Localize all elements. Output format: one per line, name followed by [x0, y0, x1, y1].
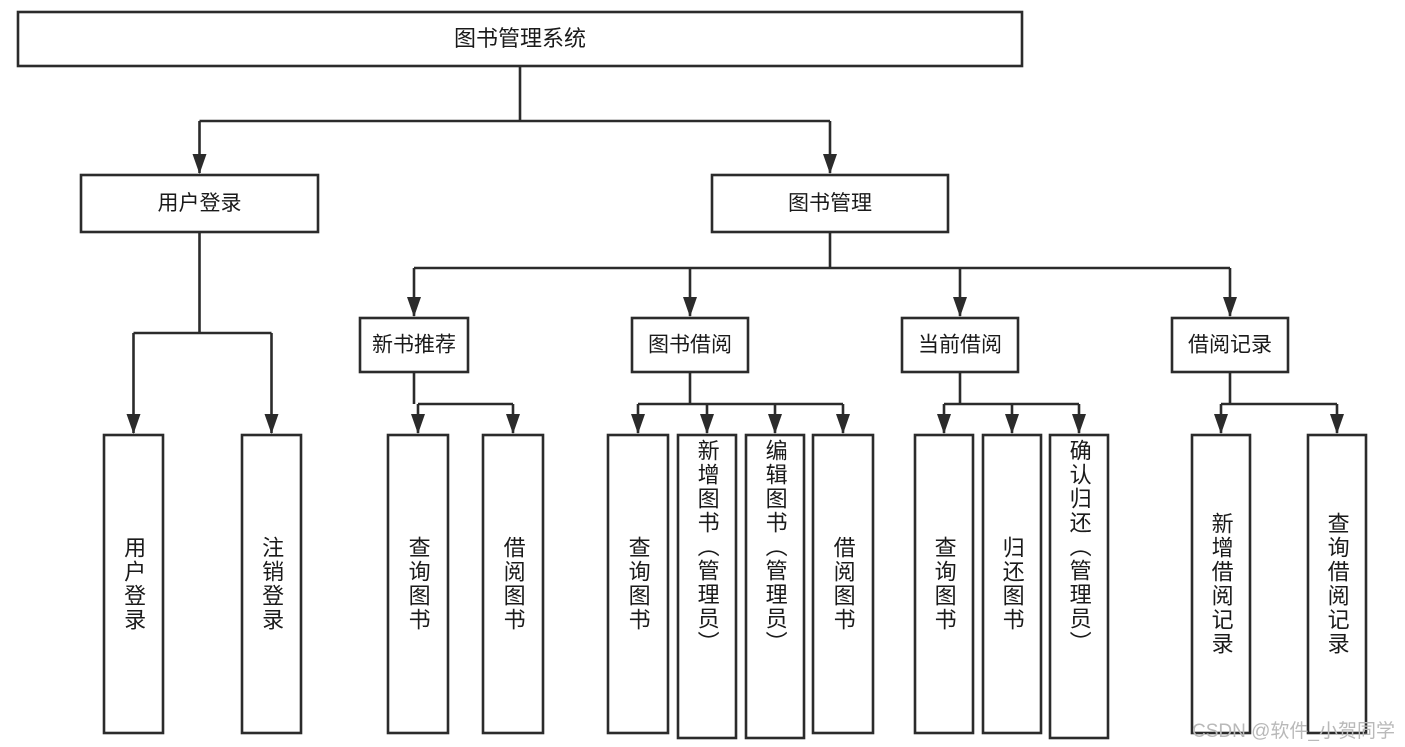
- arrow-head-icon: [1330, 414, 1344, 434]
- level1-user-login-box[interactable]: [79, 173, 320, 234]
- arrow-head-icon: [823, 154, 837, 174]
- arrow-head-icon: [126, 414, 141, 434]
- arrow-head-icon: [407, 297, 421, 317]
- leaf-node-leaf-query-book-3-box[interactable]: [913, 433, 975, 735]
- arrow-head-icon: [1223, 297, 1237, 317]
- level2-current-borrow-label: 当前借阅: [918, 334, 1002, 357]
- level2-book-borrow-box[interactable]: [630, 316, 750, 374]
- arrow-head-icon: [937, 414, 951, 434]
- arrow-head-icon: [506, 414, 520, 434]
- level2-current-borrow-box[interactable]: [900, 316, 1020, 374]
- arrow-head-icon: [631, 414, 645, 434]
- csdn-watermark: CSDN @软件_小贺同学: [1192, 721, 1395, 742]
- leaf-node-leaf-user-login-box[interactable]: [102, 433, 165, 735]
- leaf-node-leaf-borrow-book-1-box[interactable]: [481, 433, 545, 735]
- arrow-head-icon: [264, 414, 279, 434]
- level1-user-login-label: 用户登录: [158, 192, 242, 215]
- leaf-node-leaf-add-borrow-record-box[interactable]: [1190, 433, 1252, 735]
- leaf-node-leaf-add-book-admin-box[interactable]: [676, 433, 738, 740]
- level2-new-book-recommend-label: 新书推荐: [372, 334, 456, 357]
- root-node-box[interactable]: [16, 10, 1024, 68]
- level2-borrow-record-label: 借阅记录: [1188, 334, 1272, 357]
- leaf-node-leaf-query-book-2-box[interactable]: [606, 433, 670, 735]
- arrow-head-icon: [683, 297, 697, 317]
- leaf-node-leaf-user-logout-box[interactable]: [240, 433, 303, 735]
- leaf-node-leaf-confirm-return-admin-box[interactable]: [1048, 433, 1110, 740]
- leaf-node-leaf-edit-book-admin-box[interactable]: [744, 433, 806, 740]
- level2-new-book-recommend-box[interactable]: [358, 316, 470, 374]
- arrow-head-icon: [953, 297, 967, 317]
- level2-book-borrow-label: 图书借阅: [648, 334, 732, 357]
- arrow-head-icon: [768, 414, 782, 434]
- node-boxes-group: [16, 10, 1368, 740]
- arrow-head-icon: [1072, 414, 1086, 434]
- leaf-node-leaf-query-book-1-box[interactable]: [386, 433, 450, 735]
- level1-book-manage-label: 图书管理: [788, 192, 872, 215]
- root-node-label: 图书管理系统: [454, 26, 586, 51]
- leaf-node-leaf-borrow-book-2-box[interactable]: [811, 433, 875, 735]
- connector-lines-group: [126, 66, 1344, 434]
- arrow-head-icon: [700, 414, 714, 434]
- level2-borrow-record-box[interactable]: [1170, 316, 1290, 374]
- arrow-head-icon: [192, 154, 207, 174]
- arrow-head-icon: [411, 414, 425, 434]
- arrow-head-icon: [1005, 414, 1019, 434]
- arrow-head-icon: [1214, 414, 1228, 434]
- leaf-node-leaf-return-book-box[interactable]: [981, 433, 1043, 735]
- arrow-head-icon: [836, 414, 850, 434]
- leaf-node-leaf-query-borrow-record-box[interactable]: [1306, 433, 1368, 735]
- level1-book-manage-box[interactable]: [710, 173, 950, 234]
